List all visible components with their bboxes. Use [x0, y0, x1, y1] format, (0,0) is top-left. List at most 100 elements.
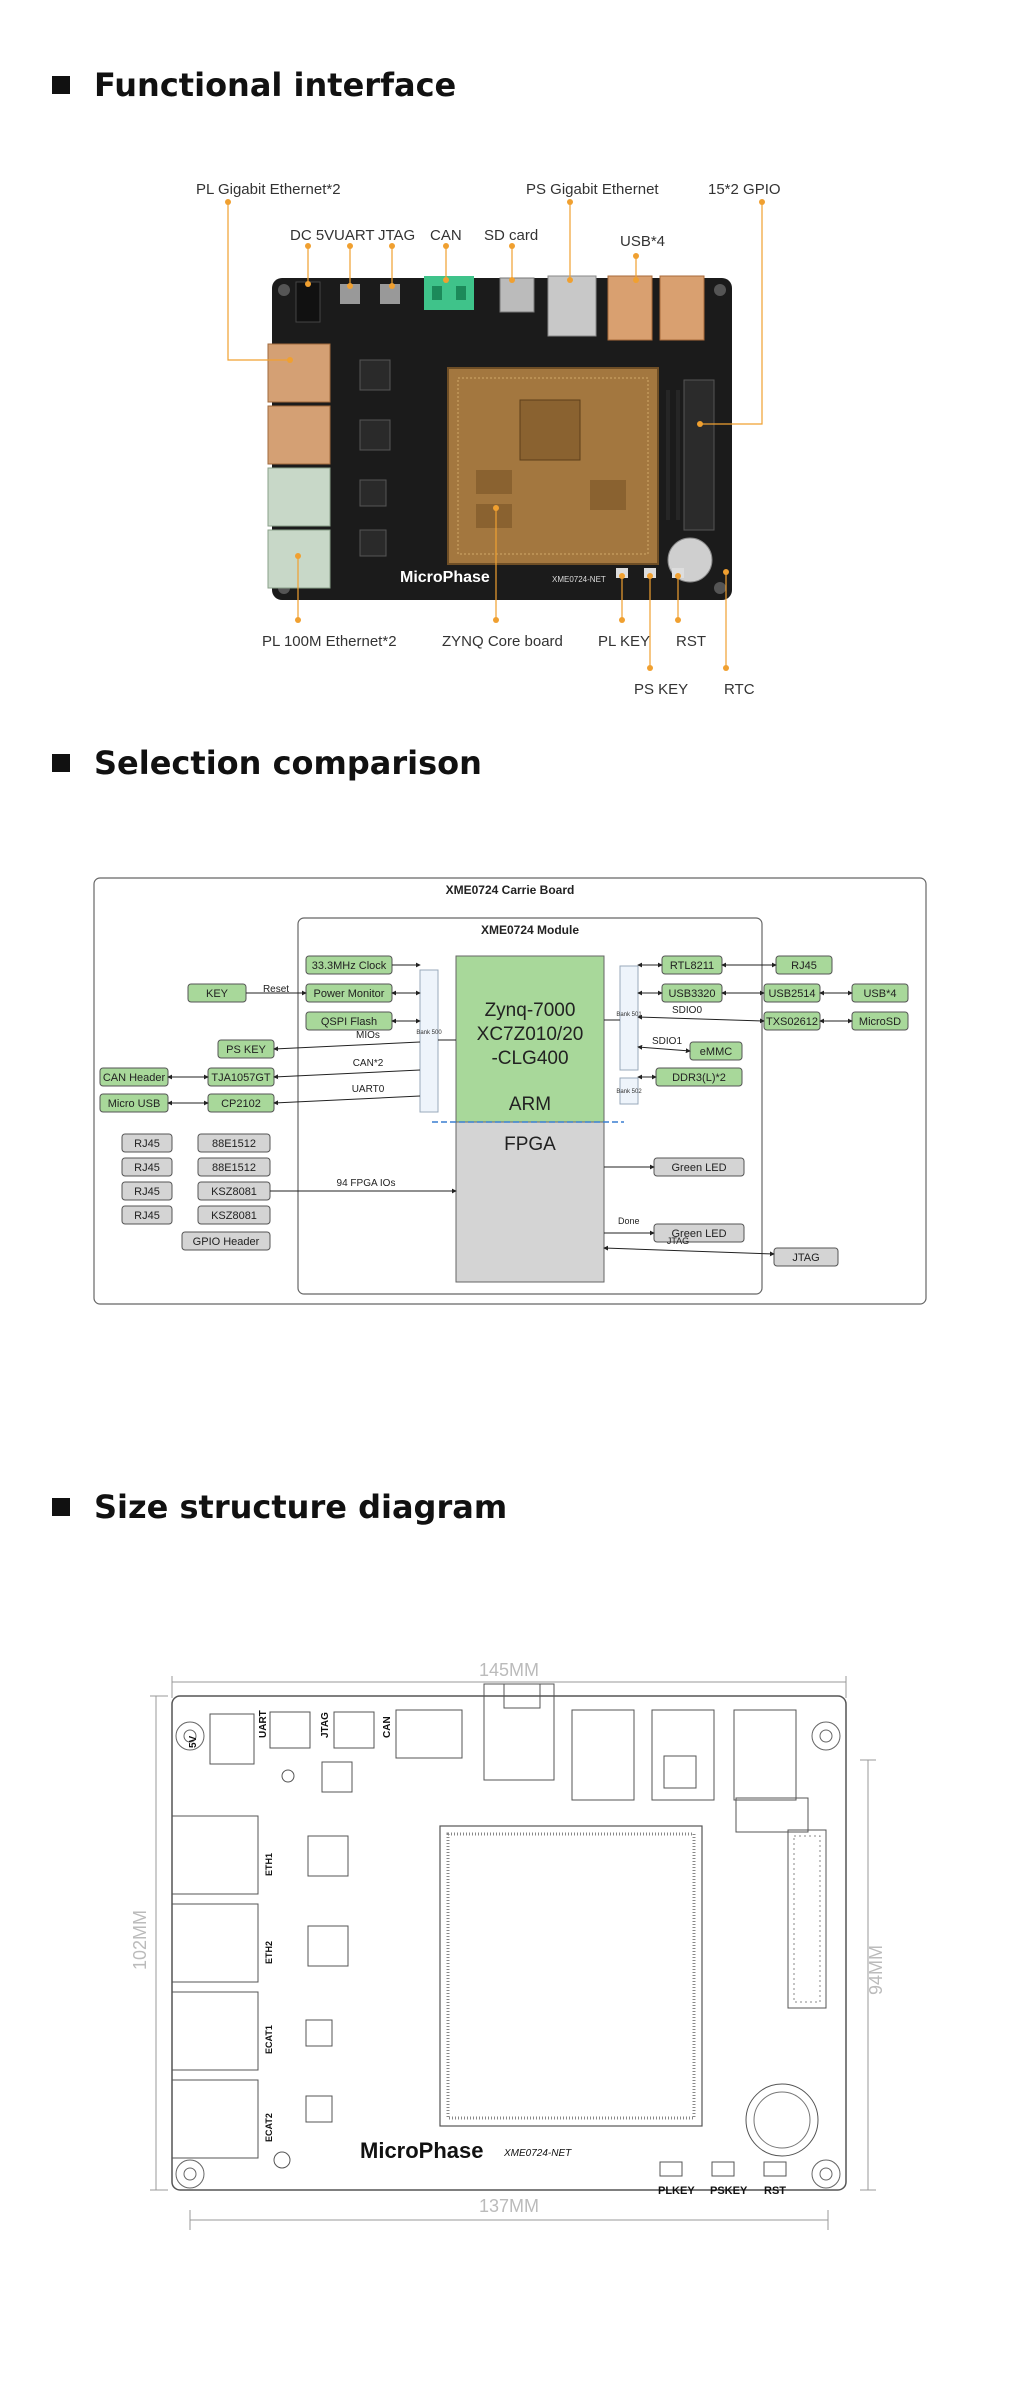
- sd-card-slot: [499, 277, 535, 313]
- fpga-line-1: Zynq-7000: [485, 1000, 576, 1021]
- zynq-chip: [519, 399, 581, 461]
- bank-501-label: Bank 501: [616, 1012, 642, 1018]
- callout-dc5v: DC 5V: [290, 227, 334, 244]
- rj45-1: [121, 1133, 173, 1153]
- section-title-functional: Functional interface: [52, 66, 456, 104]
- carrier-chip: [359, 529, 387, 557]
- fpga-line-2: XC7Z010/20: [477, 1024, 584, 1045]
- green-led2-label: Green LED: [671, 1228, 726, 1240]
- left-rj45-outlines: [171, 1815, 259, 2159]
- ddr-chip: [476, 470, 512, 494]
- board-model: XME0724-NET: [552, 575, 606, 584]
- can-header-label: CAN Header: [103, 1072, 166, 1084]
- bank-502-label: Bank 502: [616, 1089, 642, 1095]
- section-title-text: Selection comparison: [94, 744, 482, 782]
- rj45-4: [121, 1205, 173, 1225]
- key-label: KEY: [206, 988, 229, 1000]
- fpga-pl-block: [455, 1121, 605, 1283]
- usb-port: [607, 275, 653, 341]
- can-connector: [424, 276, 474, 310]
- mios-label: MIOs: [356, 1030, 380, 1041]
- tja-label: TJA1057GT: [211, 1072, 271, 1084]
- usb3320-label: USB3320: [668, 988, 715, 1000]
- rj45-4-label: RJ45: [134, 1210, 160, 1222]
- silk-eth2: ETH2: [264, 1941, 274, 1964]
- left-chips: [305, 1755, 697, 2123]
- bullet-square-icon: [52, 1498, 70, 1516]
- phy-2: [197, 1157, 271, 1177]
- bank-502: [619, 1077, 639, 1105]
- dim-top: 145MM: [479, 1660, 539, 1680]
- ps-key-label: PS KEY: [226, 1044, 266, 1056]
- silk-jtag: JTAG: [320, 1712, 331, 1738]
- fpga-line-3: -CLG400: [491, 1048, 568, 1069]
- txs-label: TXS02612: [766, 1016, 818, 1028]
- carrier-chip: [359, 419, 391, 451]
- can-connector-slot: [432, 286, 442, 300]
- bullet-square-icon: [52, 754, 70, 772]
- carrier-title: XME0724 Carrie Board: [446, 883, 575, 897]
- gpio-header-box: [181, 1231, 271, 1251]
- gpio-header: [683, 379, 715, 531]
- fpga-label: FPGA: [504, 1134, 556, 1155]
- callout-usb4: USB*4: [620, 233, 665, 250]
- gpio-header-outline: [787, 1829, 827, 2009]
- core-board-pins: [446, 1832, 696, 2120]
- rtl8211-label: RTL8211: [670, 960, 714, 972]
- rj45-2: [121, 1157, 173, 1177]
- dim-right: 94MM: [866, 1945, 886, 1995]
- phy-4: [197, 1205, 271, 1225]
- rj45-1-label: RJ45: [134, 1138, 160, 1150]
- rj45-3: [121, 1181, 173, 1201]
- phy-4-label: KSZ8081: [211, 1210, 257, 1222]
- zynq-ps-block: [455, 955, 605, 1123]
- mount-hole: [278, 284, 290, 296]
- uart-connector: [340, 284, 360, 304]
- heatsink-fins: [666, 390, 680, 520]
- callout-sdcard: SD card: [484, 227, 538, 244]
- board-logo: MicroPhase: [400, 569, 490, 586]
- phy-1: [197, 1133, 271, 1153]
- bank-501: [619, 965, 639, 1071]
- zynq-core-board: [447, 367, 659, 565]
- dimension-lines: [150, 1676, 876, 2230]
- dim-left: 102MM: [130, 1910, 150, 1970]
- phy-2-label: 88E1512: [212, 1162, 256, 1174]
- corner-holes: [175, 1721, 841, 2189]
- small-hole: [273, 2151, 291, 2169]
- silk-ecat2: ECAT2: [264, 2113, 274, 2142]
- sdio0-label: SDIO0: [672, 1005, 702, 1016]
- bank-500-label: Bank 500: [416, 1030, 442, 1036]
- callout-zynq-core: ZYNQ Core board: [442, 633, 563, 650]
- callout-can: CAN: [430, 227, 462, 244]
- core-board-outline: [439, 1825, 703, 2127]
- pl-100m-rj45: [267, 529, 331, 589]
- rtc-battery-outline: [745, 2083, 819, 2157]
- gpio-header-pins: [793, 1835, 821, 2003]
- done-label: Done: [618, 1216, 640, 1226]
- qspi-label: QSPI Flash: [321, 1016, 377, 1028]
- section-title-size: Size structure diagram: [52, 1488, 507, 1526]
- silk-can: CAN: [382, 1716, 393, 1738]
- ddr3-label: DDR3(L)*2: [672, 1072, 726, 1084]
- rj45-3-label: RJ45: [134, 1186, 160, 1198]
- mount-hole: [714, 582, 726, 594]
- section-title-text: Size structure diagram: [94, 1488, 508, 1526]
- usb2514-label: USB2514: [768, 988, 815, 1000]
- callout-pl-key: PL KEY: [598, 633, 650, 650]
- carrier-chip: [359, 479, 387, 507]
- silk-plkey: PLKEY: [658, 2185, 695, 2197]
- silk-ecat1: ECAT1: [264, 2025, 274, 2054]
- plkey-outline: [659, 2161, 683, 2177]
- silk-pskey: PSKEY: [710, 2185, 748, 2197]
- microsd-label: MicroSD: [859, 1016, 901, 1028]
- usb4-label: USB*4: [863, 988, 896, 1000]
- phy-1-label: 88E1512: [212, 1138, 256, 1150]
- silk-uart: UART: [258, 1710, 269, 1738]
- silk-rst: RST: [764, 2185, 786, 2197]
- core-board-inner: [457, 377, 649, 555]
- pl-gigabit-rj45: [267, 405, 331, 465]
- section-title-selection: Selection comparison: [52, 744, 482, 782]
- cp2102-label: CP2102: [221, 1098, 261, 1110]
- rst-outline: [763, 2161, 787, 2177]
